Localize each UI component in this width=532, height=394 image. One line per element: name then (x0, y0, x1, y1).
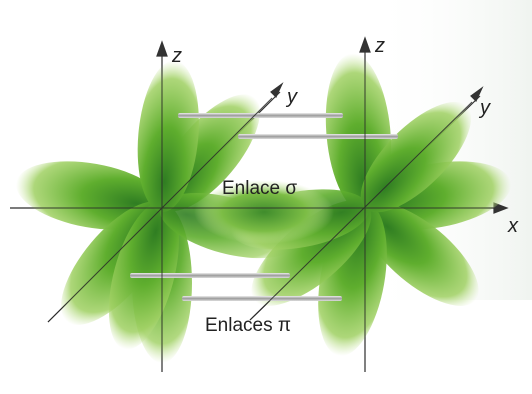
pi-rod-bottom-1 (130, 273, 290, 278)
sigma-bond-label: Enlace σ (222, 178, 297, 199)
pi-rod-bottom-2 (182, 296, 342, 301)
right-y-label: y (478, 97, 491, 119)
pi-rod-top-1 (178, 113, 343, 118)
right-z-label: z (374, 35, 385, 57)
pi-rod-top-2 (238, 134, 398, 139)
left-y-label: y (285, 86, 298, 108)
x-label: x (507, 215, 519, 237)
pi-bonds-label: Enlaces π (205, 315, 291, 336)
left-z-label: z (171, 45, 182, 67)
